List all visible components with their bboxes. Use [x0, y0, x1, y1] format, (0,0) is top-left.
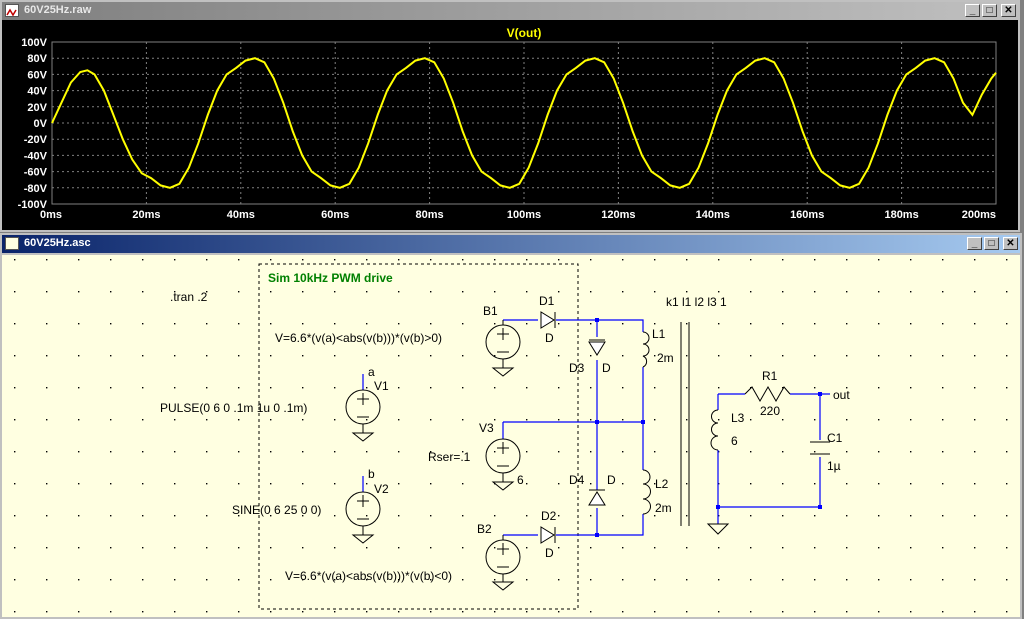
x-tick-label: 200ms	[962, 209, 996, 221]
schematic-canvas[interactable]: Sim 10kHz PWM drive .tran .2 V=6.6*(v(a)…	[2, 255, 1020, 617]
coupling-directive[interactable]: k1 l1 l2 l3 1	[666, 295, 727, 309]
transformer-core	[680, 322, 690, 526]
waveform-plot[interactable]: V(out) 100V 80V 60V 40V 20V 0V -20V -40V -60V -80…	[2, 20, 1018, 230]
junctions	[595, 318, 822, 537]
b2-source[interactable]	[485, 535, 521, 591]
waveform-window: 60V25Hz.raw _ □ ✕ V(out) 100V 80V 60V 40V 20…	[0, 0, 1020, 232]
x-tick-label: 140ms	[696, 209, 730, 221]
y-tick-label: 0V	[34, 118, 48, 130]
inductor-l2[interactable]	[642, 469, 651, 515]
x-tick-label: 80ms	[416, 209, 444, 221]
y-tick-label: -40V	[24, 150, 48, 162]
r1-value: 220	[760, 404, 780, 418]
b1-label: B1	[483, 304, 498, 318]
x-tick-label: 0ms	[40, 209, 62, 221]
plot-close-button[interactable]: ✕	[1001, 4, 1016, 17]
r1-label: R1	[762, 369, 778, 383]
tran-directive[interactable]: .tran .2	[170, 290, 208, 304]
y-tick-label: -100V	[18, 199, 48, 211]
schematic-app-icon	[5, 237, 19, 250]
plot-window-title: 60V25Hz.raw	[24, 4, 92, 16]
schematic-close-button[interactable]: ✕	[1003, 237, 1018, 250]
net-label-a: a	[368, 365, 375, 379]
x-tick-label: 20ms	[132, 209, 160, 221]
x-tick-label: 40ms	[227, 209, 255, 221]
net-label-b: b	[368, 467, 375, 481]
x-tick-label: 180ms	[884, 209, 918, 221]
d4-label: D4	[569, 473, 585, 487]
l1-value: 2m	[657, 351, 674, 365]
diode-d2[interactable]	[540, 526, 556, 544]
y-tick-label: 80V	[27, 53, 47, 65]
y-tick-label: -60V	[24, 167, 48, 179]
diode-d1[interactable]	[540, 311, 556, 329]
plot-minimize-button[interactable]: _	[965, 4, 980, 17]
x-tick-label: 120ms	[601, 209, 635, 221]
y-tick-label: -20V	[24, 134, 48, 146]
schematic-maximize-button[interactable]: □	[984, 237, 999, 250]
v3-value: 6	[517, 473, 524, 487]
schematic-titlebar[interactable]: 60V25Hz.asc _ □ ✕	[2, 235, 1020, 253]
l2-value: 2m	[655, 501, 672, 515]
inductor-l3[interactable]	[710, 409, 719, 451]
diode-d4[interactable]	[588, 489, 606, 506]
schematic-window-title: 60V25Hz.asc	[24, 237, 91, 249]
schematic-grid	[2, 255, 1020, 617]
plot-maximize-button[interactable]: □	[982, 4, 997, 17]
l2-label: L2	[655, 477, 669, 491]
b1-expression[interactable]: V=6.6*(v(a)<abs(v(b)))*(v(b)>0)	[275, 331, 442, 345]
capacitor-c1[interactable]	[810, 441, 830, 455]
c1-label: C1	[827, 431, 843, 445]
d3-type: D	[602, 361, 611, 375]
d3-label: D3	[569, 361, 585, 375]
d1-type: D	[545, 331, 554, 345]
y-tick-label: -80V	[24, 183, 48, 195]
y-tick-label: 40V	[27, 86, 47, 98]
trace-label[interactable]: V(out)	[507, 26, 542, 40]
resistor-r1[interactable]	[744, 385, 791, 403]
b1-source[interactable]	[485, 320, 521, 377]
l1-label: L1	[652, 327, 666, 341]
v3-label: V3	[479, 421, 494, 435]
l3-label: L3	[731, 411, 745, 425]
d1-label: D1	[539, 294, 555, 308]
comment-box	[258, 263, 579, 610]
inductor-l1[interactable]	[642, 331, 650, 368]
l3-value: 6	[731, 434, 738, 448]
y-tick-label: 20V	[27, 102, 47, 114]
y-tick-label: 100V	[21, 37, 47, 49]
b2-expression[interactable]: V=6.6*(v(a)<abs(v(b)))*(v(b)<0)	[285, 569, 452, 583]
v2-label: V2	[374, 482, 389, 496]
vout-trace[interactable]	[51, 57, 997, 189]
net-label-out: out	[833, 388, 850, 402]
c1-value: 1µ	[827, 459, 841, 473]
v1-label: V1	[374, 379, 389, 393]
ground-symbol	[706, 523, 730, 535]
schematic-window: 60V25Hz.asc _ □ ✕ Sim 10kHz PWM drive .t…	[0, 233, 1022, 619]
y-axis-ticks: 100V 80V 60V 40V 20V 0V -20V -40V -60V -80V -100V	[18, 37, 48, 211]
d4-type: D	[607, 473, 616, 487]
x-tick-label: 100ms	[507, 209, 541, 221]
gridlines	[51, 41, 997, 205]
v1-source[interactable]	[345, 389, 381, 442]
d2-label: D2	[541, 509, 557, 523]
sim-comment[interactable]: Sim 10kHz PWM drive	[268, 271, 393, 285]
plot-titlebar[interactable]: 60V25Hz.raw _ □ ✕	[2, 2, 1018, 20]
v3-source[interactable]	[485, 438, 521, 491]
schematic-minimize-button[interactable]: _	[967, 237, 982, 250]
b2-label: B2	[477, 522, 492, 536]
x-tick-label: 160ms	[790, 209, 824, 221]
wires	[362, 319, 830, 536]
x-axis-ticks: 0ms 20ms 40ms 60ms 80ms 100ms 120ms 140ms 160ms 1…	[40, 209, 996, 221]
x-tick-label: 60ms	[321, 209, 349, 221]
v2-value[interactable]: SINE(0 6 25 0 0)	[232, 503, 321, 517]
waveform-app-icon	[5, 4, 19, 17]
v3-rser[interactable]: Rser=.1	[428, 450, 471, 464]
v1-value[interactable]: PULSE(0 6 0 .1m 1u 0 .1m)	[160, 401, 307, 415]
y-tick-label: 60V	[27, 69, 47, 81]
d2-type: D	[545, 546, 554, 560]
v2-source[interactable]	[345, 491, 381, 544]
diode-d3[interactable]	[588, 339, 606, 356]
